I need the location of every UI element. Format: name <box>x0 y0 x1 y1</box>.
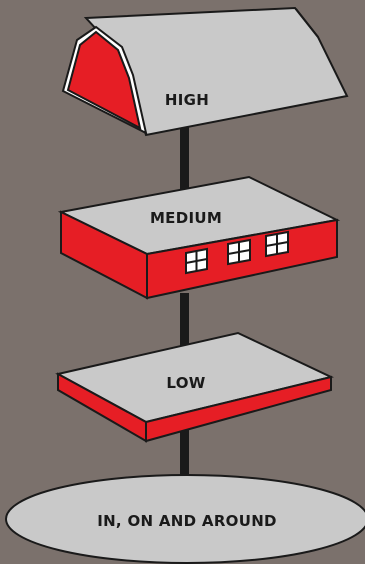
label-low: LOW <box>166 374 205 392</box>
label-ground: IN, ON AND AROUND <box>97 512 277 530</box>
connector-low-ground <box>180 430 189 502</box>
window-icon <box>227 238 251 266</box>
label-high: HIGH <box>165 91 209 109</box>
window-icon <box>185 247 208 275</box>
connector-posts <box>180 126 189 502</box>
connector-high-medium <box>180 126 189 206</box>
label-medium: MEDIUM <box>150 209 222 227</box>
window-icon <box>265 230 289 258</box>
ground-ellipse-icon <box>5 474 365 564</box>
building-with-windows-icon <box>57 175 341 300</box>
connector-medium-low <box>180 293 189 367</box>
platform-slab-icon <box>55 331 334 443</box>
barn-roof-icon <box>61 6 349 137</box>
